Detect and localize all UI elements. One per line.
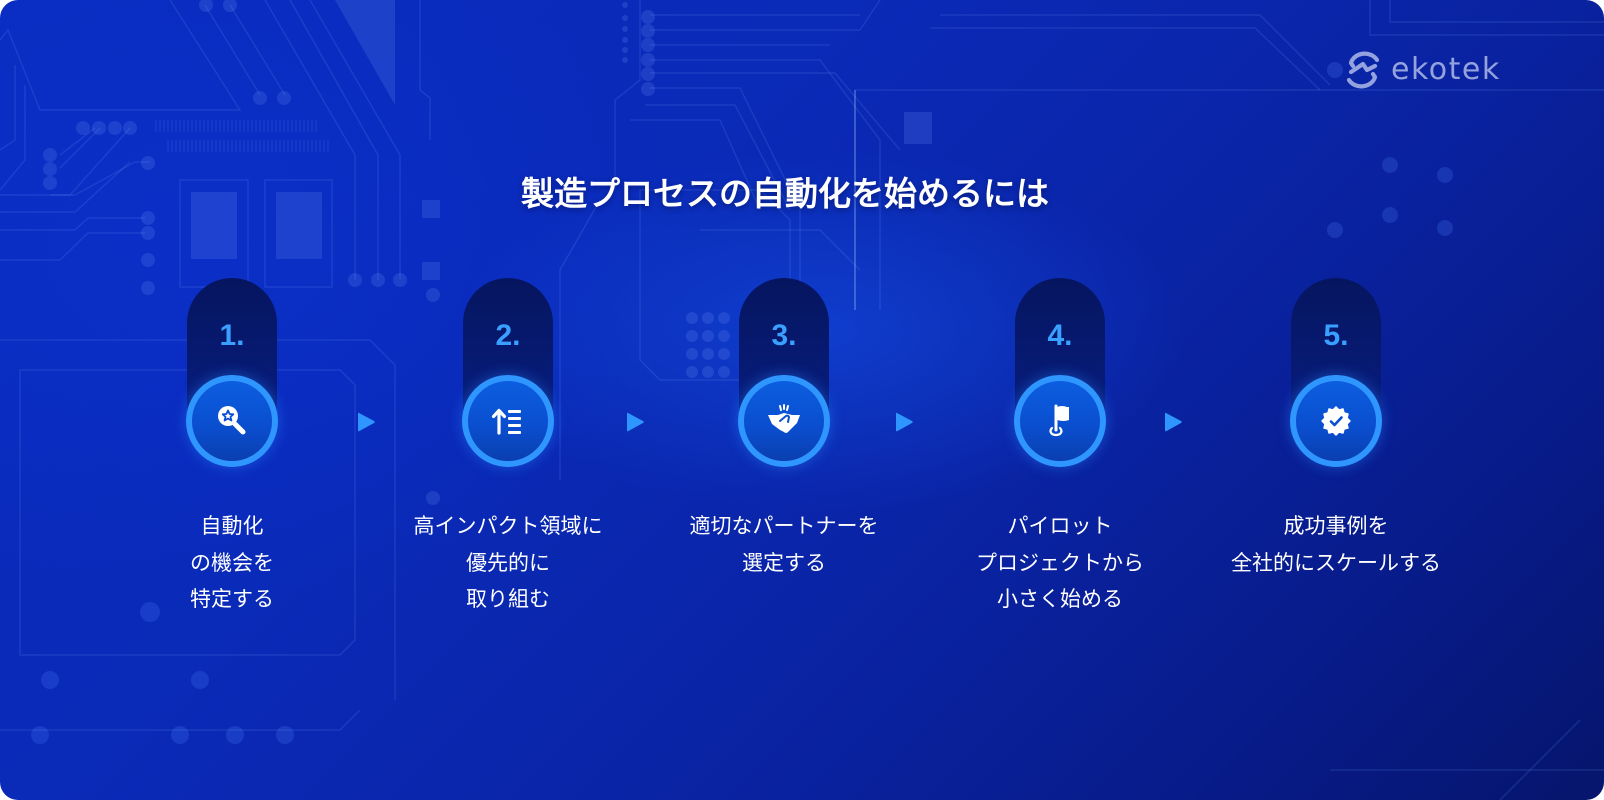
step-icon-circle [1290,375,1382,467]
verified-badge-icon [1321,406,1351,436]
search-star-icon [218,406,246,435]
step-description-line: 選定する [742,550,826,575]
step-description-line: 特定する [190,587,274,611]
step-icon-circle [186,375,278,467]
step-icon-circle [1014,375,1106,467]
step-description: 成功事例を 全社的にスケールする [1198,508,1474,581]
step-description-line: 適切なパートナーを [689,514,879,538]
step-description-line: 取り組む [466,587,550,611]
step-number: 3. [771,319,797,352]
step-number: 4. [1047,319,1073,352]
step-description-line: 全社的にスケールする [1231,550,1441,575]
step-description: 自動化 の機会を 特定する [94,508,370,618]
step-description-line: の機会を [190,550,274,575]
step-description-line: 成功事例を [1283,514,1389,538]
page-title: 製造プロセスの自動化を始めるには [521,174,1049,213]
play-arrow-icon [627,412,644,432]
flag-pin-icon [1049,404,1069,437]
step-description-line: パイロット [1007,514,1113,538]
brand-logo: ekotek [1343,50,1501,90]
play-arrow-icon [358,412,375,432]
step-description-line: 高インパクト領域に [413,514,603,538]
step-number: 2. [495,319,521,352]
step-description: 高インパクト領域に 優先的に 取り組む [370,508,646,618]
play-arrow-icon [896,412,913,432]
step-description: 適切なパートナーを 選定する [646,508,922,581]
brand-name: ekotek [1391,52,1501,87]
step-icon-circle [462,375,554,467]
ekotek-logo-icon [1346,51,1380,89]
step-number: 5. [1323,319,1349,352]
step-number: 1. [219,319,245,352]
step-description-line: プロジェクトから [976,550,1144,575]
play-arrow-icon [1165,412,1182,432]
step-description-line: 優先的に [466,550,550,575]
handshake-icon [768,404,800,433]
step-icon-circle [738,375,830,467]
step-description-line: 自動化 [200,514,264,538]
sort-priority-icon [491,408,521,435]
step-description-line: 小さく始める [997,587,1123,611]
step-description: パイロット プロジェクトから 小さく始める [922,508,1198,618]
